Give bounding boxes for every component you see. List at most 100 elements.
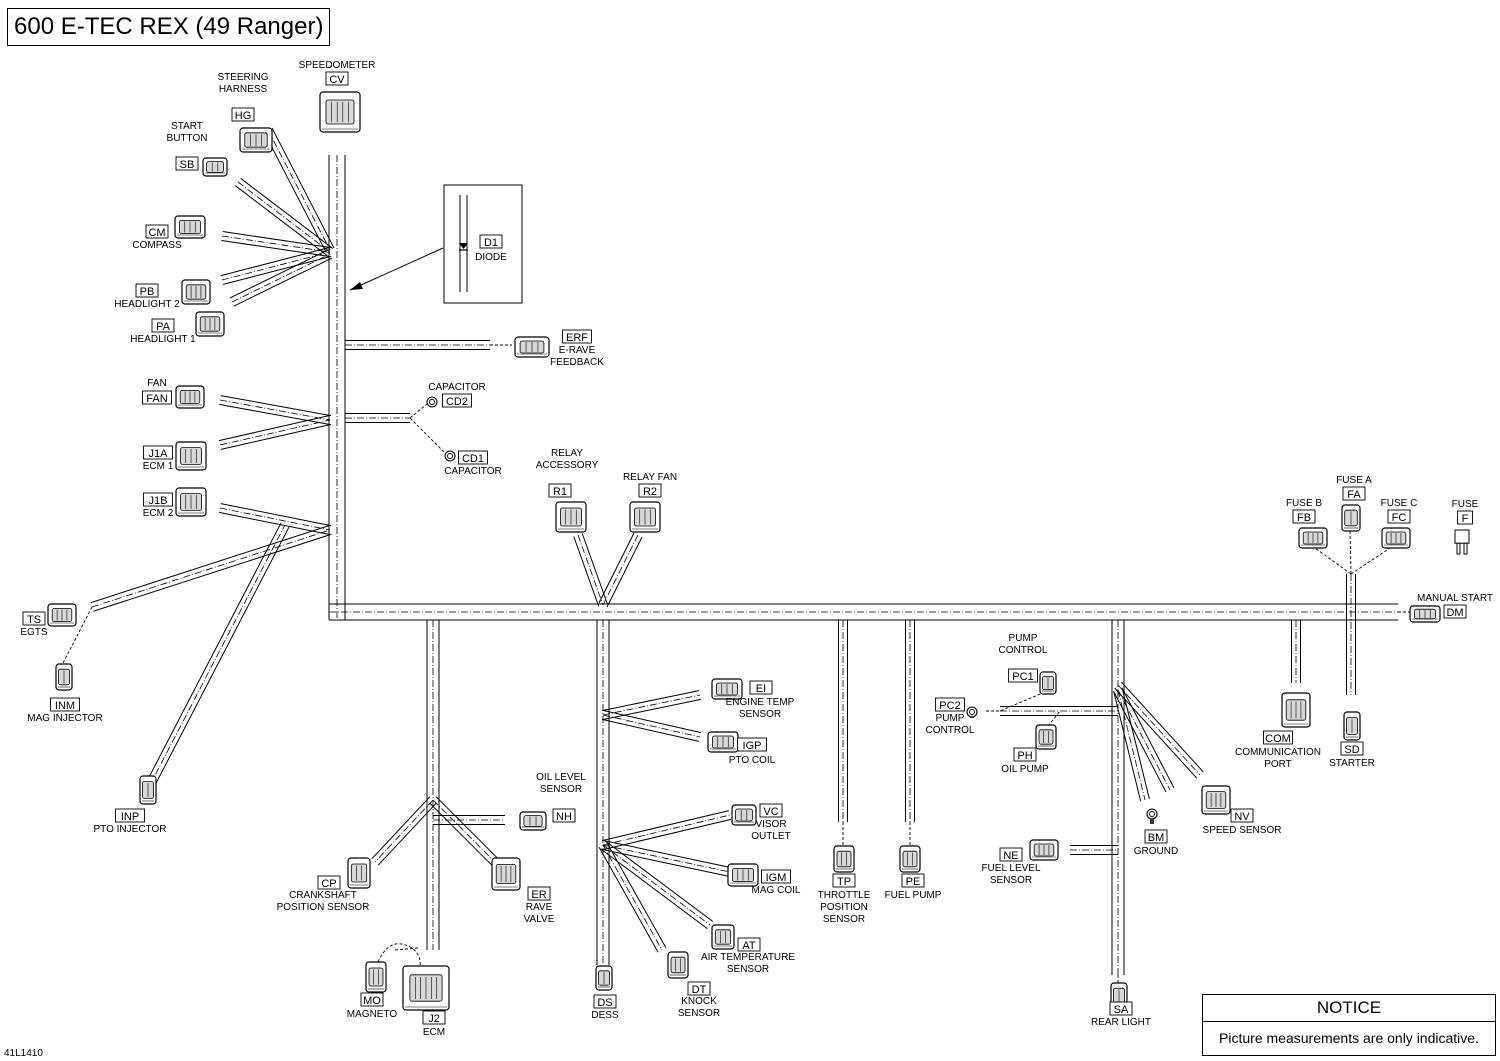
component-name: EGTS — [20, 627, 48, 638]
connector-code: CV — [329, 74, 345, 86]
connector-code: CD2 — [446, 396, 468, 408]
connector-code: INM — [55, 700, 75, 712]
component-name: GROUND — [1134, 846, 1178, 857]
ecm-connector-icon — [402, 965, 450, 1011]
harness-bundle — [601, 840, 732, 877]
connector-code-box — [527, 886, 551, 901]
component-name: HEADLIGHT 1 — [130, 334, 196, 345]
connector-code: HG — [235, 110, 252, 122]
component-name: SPEEDOMETER — [299, 60, 376, 71]
harness-bundle — [263, 127, 335, 253]
component-name: PTO COIL — [729, 755, 776, 766]
harness-bundle — [219, 395, 331, 425]
capacitor-icon — [444, 450, 456, 462]
connector-code: TP — [837, 876, 851, 888]
harness-bundle — [601, 810, 732, 850]
connector-code-box — [1340, 741, 1364, 756]
connector-code-box — [759, 803, 783, 818]
connector-code: ER — [531, 889, 546, 901]
connector-code: DT — [692, 984, 707, 996]
connector-code: MO — [363, 995, 381, 1007]
connector-icon — [175, 487, 207, 517]
connector-code-box — [145, 224, 169, 239]
connector-code: SD — [1344, 744, 1359, 756]
connector-icon — [239, 127, 273, 153]
connector-code: NV — [1234, 811, 1250, 823]
relay-icon — [629, 501, 661, 533]
component-name: SENSOR — [739, 709, 781, 720]
harness-bundle — [838, 620, 848, 822]
connector-code: BM — [1148, 832, 1165, 844]
pigtail-wire — [409, 417, 445, 453]
harness-bundle — [1000, 706, 1118, 716]
harness-bundle — [1346, 574, 1356, 695]
connector-code-box — [142, 390, 172, 405]
connector-icon — [175, 441, 207, 471]
connector-code: D1 — [484, 237, 498, 249]
component-name: FUSE — [1452, 499, 1479, 510]
connector-code: PA — [156, 321, 171, 333]
component-name: ENGINE TEMP — [726, 697, 795, 708]
component-name: SENSOR — [678, 1008, 720, 1019]
notice-box: NOTICE Picture measurements are only ind… — [1202, 994, 1496, 1056]
component-name: SPEED SENSOR — [1203, 825, 1282, 836]
fuse-icon — [1454, 529, 1470, 555]
notice-text: Picture measurements are only indicative… — [1219, 1030, 1479, 1046]
connector-icon — [1201, 785, 1231, 815]
component-name: RELAY — [551, 448, 583, 459]
harness-bundle — [90, 525, 332, 612]
connector-icon — [595, 965, 613, 991]
component-name: PTO INJECTOR — [94, 824, 167, 835]
connector-code-box — [1443, 604, 1467, 619]
component-name: OIL LEVEL — [536, 772, 586, 783]
component-name: COMPASS — [132, 240, 182, 251]
harness-bundle — [329, 603, 1398, 621]
component-name: FUSE B — [1286, 498, 1322, 509]
component-name: REAR LIGHT — [1091, 1017, 1151, 1028]
component-name: HARNESS — [219, 84, 268, 95]
diode-inset-frame — [443, 184, 523, 304]
component-name: FUSE A — [1336, 475, 1372, 486]
harness-bundle — [345, 340, 490, 350]
harness-bundle — [598, 842, 667, 953]
connector-code: CM — [148, 227, 165, 239]
component-name: CAPACITOR — [444, 466, 501, 477]
fuse-holder-icon — [1381, 527, 1411, 549]
connector-icon — [727, 863, 759, 887]
connector-code: J1A — [149, 448, 169, 460]
harness-bundle — [905, 620, 915, 822]
connector-code-box — [737, 737, 767, 752]
connector-icon — [1409, 605, 1441, 623]
harness-bundle — [328, 155, 346, 620]
connector-code-box — [175, 156, 199, 171]
harness-bundle — [426, 620, 440, 950]
component-name: CONTROL — [999, 645, 1048, 656]
connector-code: DM — [1446, 607, 1463, 619]
harness-bundle — [345, 413, 410, 423]
connector-code: CP — [321, 878, 336, 890]
connector-code: NE — [1003, 850, 1018, 862]
diode-leader-line — [349, 247, 444, 291]
component-name: MAG COIL — [752, 885, 801, 896]
component-name: FUSE C — [1381, 498, 1418, 509]
connector-code-box — [1144, 829, 1168, 844]
connector-icon — [181, 279, 211, 305]
connector-code-box — [442, 393, 472, 408]
connector-code: F — [1462, 513, 1469, 525]
component-name: ECM — [423, 1027, 445, 1038]
component-name: PUMP — [1009, 633, 1038, 644]
connector-code-box — [143, 492, 173, 507]
connector-icon — [139, 775, 157, 805]
harness-bundle — [219, 503, 331, 535]
harness-bundle — [601, 690, 702, 720]
